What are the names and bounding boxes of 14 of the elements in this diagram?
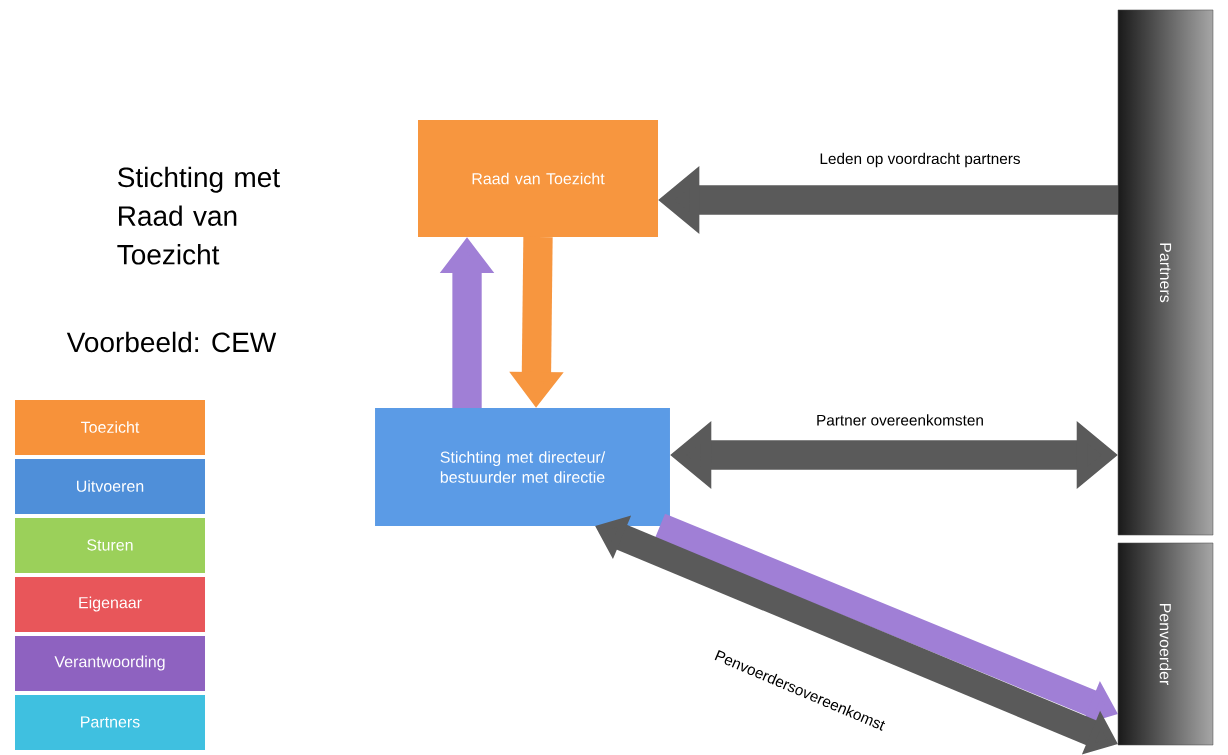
- legend-item: Uitvoeren: [15, 459, 205, 514]
- lead-partner-bar: Penvoerder: [1117, 542, 1214, 746]
- legend-item: Eigenaar: [15, 577, 205, 632]
- legend-item: Sturen: [15, 518, 205, 573]
- edge-label: Partner overeenkomsten: [817, 414, 983, 426]
- foundation-box: Stichting met directeur/ bestuurder met directie: [375, 408, 670, 526]
- legend-item: Partners: [15, 695, 205, 750]
- partners-bar: Partners: [1117, 9, 1214, 536]
- legend-item: Toezicht: [15, 400, 205, 455]
- edge-label: Leden op voordracht partners: [820, 152, 1020, 168]
- legend-item: Verantwoording: [15, 636, 205, 691]
- subtitle: Voorbeeld: CEW: [66, 331, 277, 353]
- title: Stichting met Raad van Toezicht: [117, 166, 280, 265]
- supervisory-board-box: Raad van Toezicht: [418, 119, 658, 238]
